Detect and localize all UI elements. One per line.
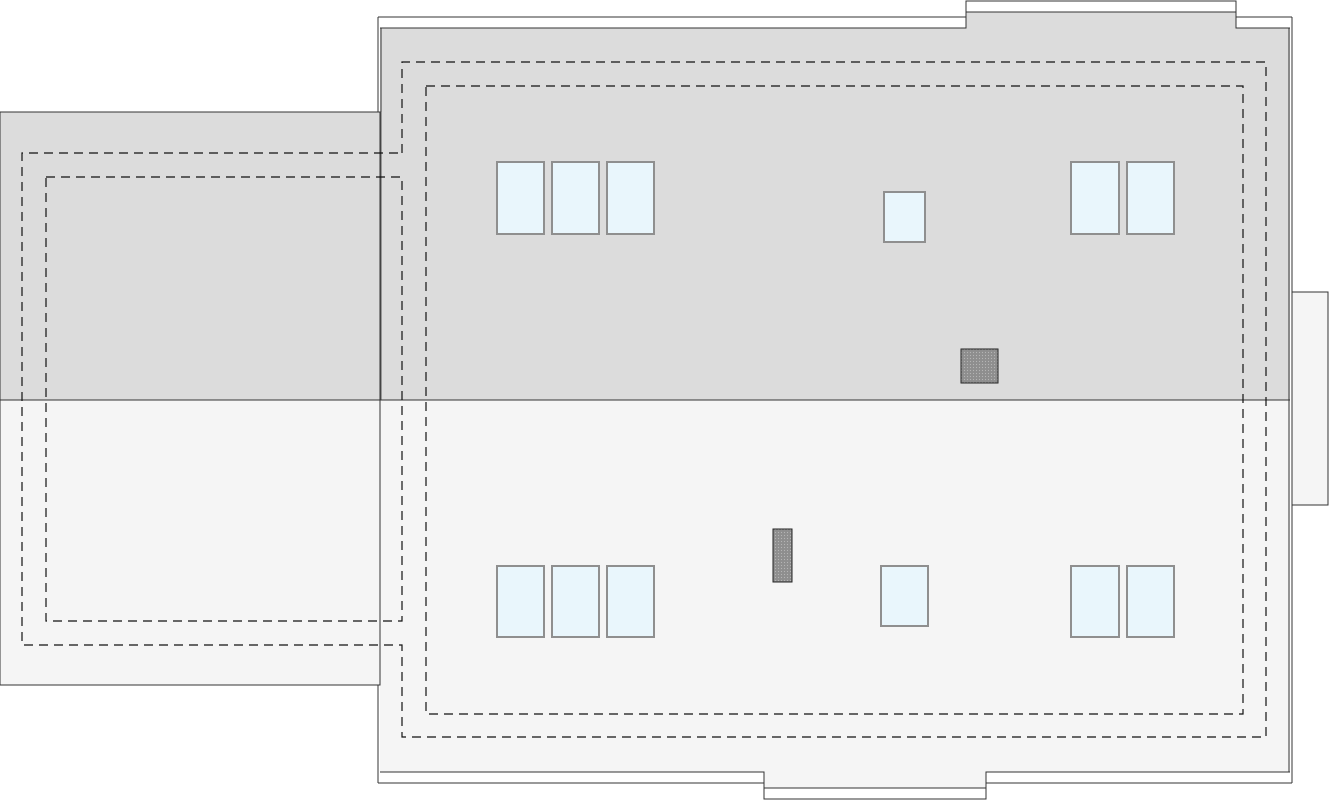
skylight — [606, 565, 655, 638]
skylight — [551, 565, 600, 638]
skylight — [1126, 565, 1175, 638]
left-wing-inner-dashed-outline — [45, 176, 403, 622]
skylight — [883, 191, 926, 243]
skylight — [606, 161, 655, 235]
skylight — [1126, 161, 1175, 235]
right-porch-roof — [1291, 291, 1329, 506]
dashed-gutter-lines — [21, 61, 1267, 738]
vent-stack — [772, 528, 793, 583]
skylight — [496, 161, 545, 235]
left-wing-upper-slope — [0, 111, 381, 401]
skylight — [1070, 565, 1120, 638]
skylight — [551, 161, 600, 235]
skylight — [1070, 161, 1120, 235]
left-wing-lower-slope — [0, 399, 381, 686]
chimney — [960, 348, 999, 384]
skylight — [496, 565, 545, 638]
main-roof-upper-slope — [380, 12, 1290, 400]
skylights — [496, 161, 1175, 638]
skylight — [880, 565, 929, 627]
main-roof-lower-slope — [380, 400, 1290, 788]
inner-dashed-outline — [425, 85, 1244, 715]
outer-dashed-outline — [21, 61, 1267, 738]
